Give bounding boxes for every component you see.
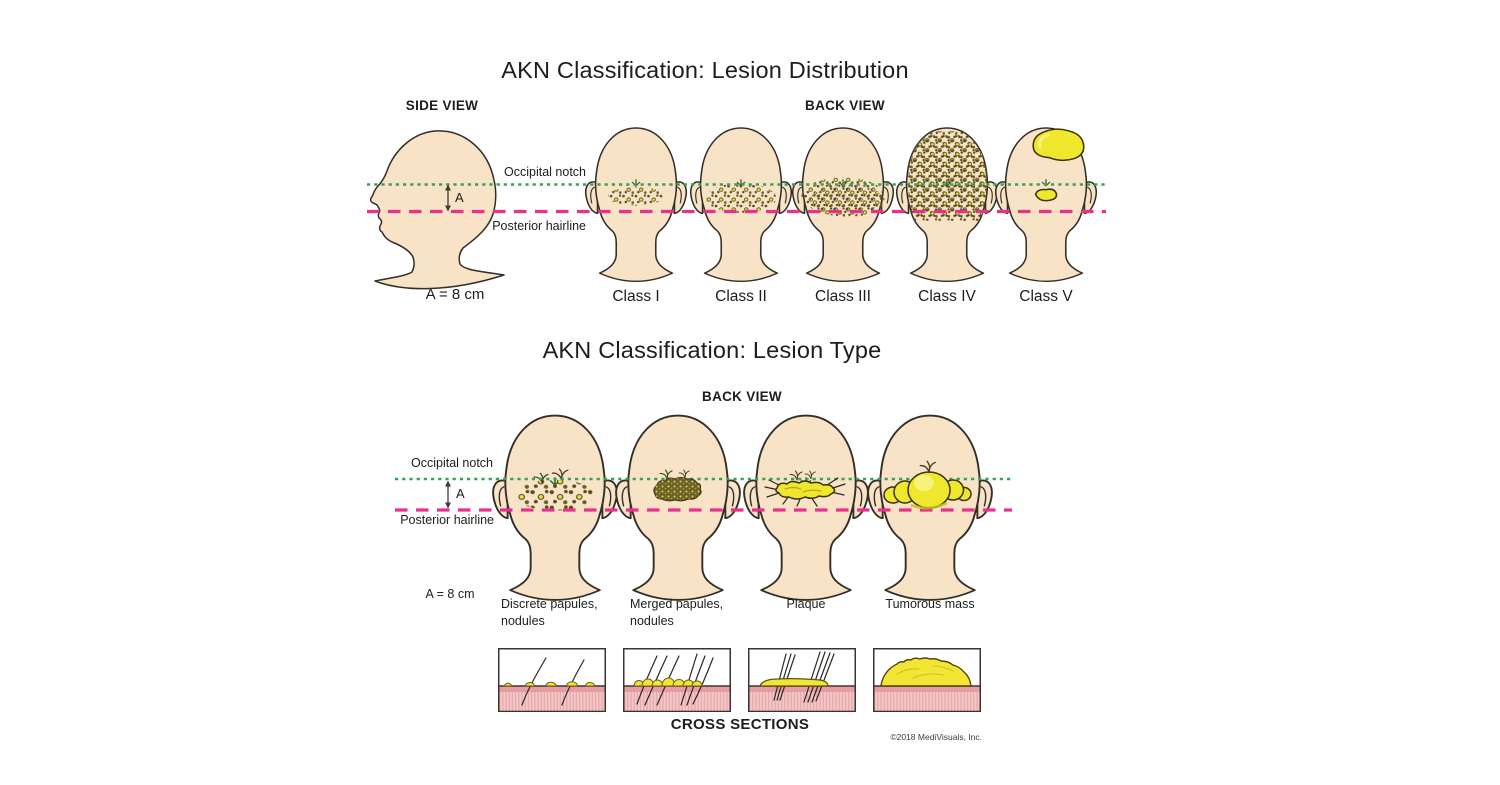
copyright-notice: ©2018 MediVisuals, Inc. — [890, 732, 982, 742]
side-view-head-illustration — [369, 130, 505, 290]
class-ii-label: Class II — [715, 288, 767, 305]
type-title: AKN Classification: Lesion Type — [542, 337, 882, 363]
back-head-discrete-papules — [492, 414, 618, 601]
discrete-papules-line1: Discrete papules, — [501, 597, 598, 611]
cross-section-discrete-papules — [498, 648, 606, 712]
cross-section-merged-papules — [623, 648, 731, 712]
a-measurement-top: A = 8 cm — [425, 286, 485, 303]
occipital-notch-label-bottom: Occipital notch — [411, 456, 493, 470]
class-iii-label: Class III — [815, 288, 871, 305]
posterior-hairline-label-bottom: Posterior hairline — [400, 513, 494, 527]
plaque-label: Plaque — [746, 596, 866, 613]
back-head-class-ii — [689, 127, 793, 283]
cross-sections-label: CROSS SECTIONS — [670, 716, 810, 733]
back-head-class-iii — [791, 127, 895, 283]
discrete-papules-line2: nodules — [501, 614, 545, 628]
tumorous-mass-line1: Tumorous mass — [885, 597, 975, 611]
merged-papules-lesion — [653, 469, 702, 502]
side-view-header: SIDE VIEW — [405, 98, 479, 113]
a-measurement-bottom: A = 8 cm — [425, 587, 475, 601]
occipital-notch-label-top: Occipital notch — [504, 165, 586, 179]
back-head-class-v — [994, 127, 1098, 283]
back-view-header-top: BACK VIEW — [805, 98, 885, 113]
tumorous-mass-label: Tumorous mass — [860, 596, 1000, 613]
class-iv-label: Class IV — [918, 288, 976, 305]
a-label-bottom: A — [456, 486, 465, 501]
class-i-label: Class I — [612, 288, 660, 305]
plaque-lesion — [764, 470, 846, 507]
tumorous-mass-lesion — [883, 460, 972, 510]
merged-papules-line1: Merged papules, — [630, 597, 724, 611]
cross-section-plaque — [748, 648, 856, 712]
back-head-class-iv — [895, 127, 999, 283]
posterior-hairline-label-top: Posterior hairline — [492, 219, 586, 233]
back-head-class-i — [584, 127, 688, 283]
distribution-title: AKN Classification: Lesion Distribution — [501, 57, 909, 83]
class-v-label: Class V — [1019, 288, 1073, 305]
back-view-header-bottom: BACK VIEW — [702, 389, 782, 404]
discrete-papules-label: Discrete papules, nodules — [501, 596, 598, 630]
a-label-top: A — [455, 190, 464, 205]
merged-papules-label: Merged papules, nodules — [630, 596, 723, 630]
cross-section-tumorous-mass — [873, 648, 981, 712]
merged-papules-line2: nodules — [630, 614, 674, 628]
plaque-line1: Plaque — [786, 597, 826, 611]
